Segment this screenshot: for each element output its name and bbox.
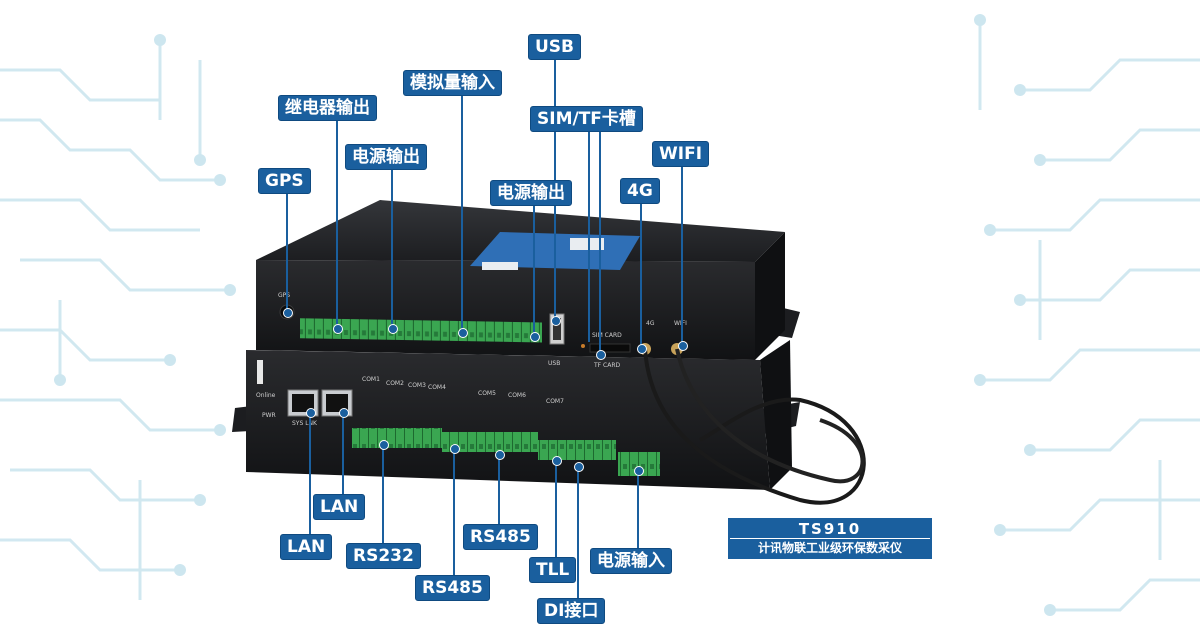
circuit-background-left <box>0 40 230 600</box>
label-di-port: DI接口 <box>537 598 606 624</box>
dot-power-out-2 <box>530 332 540 342</box>
label-analog-input: 模拟量输入 <box>403 70 502 96</box>
device-online-print: Online <box>256 392 276 399</box>
label-sim-tf-slot: SIM/TF卡槽 <box>530 106 643 132</box>
device-com1-print: COM1 <box>362 376 380 383</box>
dot-ttl <box>552 456 562 466</box>
leader-power-input <box>637 470 639 550</box>
model-caption: TS910 计讯物联工业级环保数采仪 <box>728 518 932 559</box>
leader-sim-tf-a <box>588 130 590 342</box>
label-lan-2: LAN <box>313 494 366 520</box>
dot-4g <box>637 344 647 354</box>
dot-lan-1 <box>306 408 316 418</box>
device-com3-print: COM3 <box>408 382 426 389</box>
label-power-output-1: 电源输出 <box>345 144 427 170</box>
label-rs232: RS232 <box>346 543 421 569</box>
label-ttl: TLL <box>529 557 577 583</box>
dot-di <box>574 462 584 472</box>
model-name: TS910 <box>730 520 930 538</box>
device-4g-print: 4G <box>646 320 655 327</box>
dot-wifi <box>678 341 688 351</box>
label-power-input: 电源输入 <box>590 548 672 574</box>
device-sim-print: SIM CARD <box>592 332 622 339</box>
leader-sim-tf-b <box>599 130 601 354</box>
dot-gps <box>283 308 293 318</box>
label-gps: GPS <box>258 168 311 194</box>
leader-rs485-2 <box>498 454 500 526</box>
dot-analog <box>458 328 468 338</box>
dot-power-in <box>634 466 644 476</box>
device-wifi-print: WIFI <box>674 320 687 327</box>
label-lan-1: LAN <box>280 534 333 560</box>
leader-rs485-1 <box>453 448 455 576</box>
device-com7-print: COM7 <box>546 398 564 405</box>
leader-power-output-2 <box>533 204 535 336</box>
leader-di <box>577 466 579 598</box>
dot-sim <box>596 350 606 360</box>
leader-rs232 <box>382 444 384 544</box>
dot-relay <box>333 324 343 334</box>
device-com2-print: COM2 <box>386 380 404 387</box>
dot-rs485-1 <box>450 444 460 454</box>
dot-lan-2 <box>339 408 349 418</box>
label-usb: USB <box>528 34 582 60</box>
leader-power-output-1 <box>391 168 393 328</box>
device-com4-print: COM4 <box>428 384 446 391</box>
dot-usb <box>551 316 561 326</box>
label-4g: 4G <box>620 178 660 204</box>
label-power-output-2: 电源输出 <box>490 180 572 206</box>
device-gps-print: GPS <box>278 292 291 299</box>
label-wifi: WIFI <box>652 141 710 167</box>
label-relay-output: 继电器输出 <box>278 95 377 121</box>
circuit-nodes <box>54 14 1056 616</box>
label-rs485-2: RS485 <box>463 524 538 550</box>
dot-rs485-2 <box>495 450 505 460</box>
device-com6-print: COM6 <box>508 392 526 399</box>
leader-wifi <box>681 165 683 345</box>
leader-ttl <box>555 460 557 562</box>
leader-relay-output <box>336 118 338 328</box>
leader-lan-2 <box>342 412 344 496</box>
device-tf-print: TF CARD <box>594 362 621 369</box>
device-syslnk-print: SYS LNK <box>292 420 317 427</box>
leader-lan-1 <box>309 412 311 538</box>
dot-power-out-1 <box>388 324 398 334</box>
device-pwr-print: PWR <box>262 412 276 419</box>
dot-rs232 <box>379 440 389 450</box>
model-description: 计讯物联工业级环保数采仪 <box>730 538 930 557</box>
device-com5-print: COM5 <box>478 390 496 397</box>
leader-gps <box>286 193 288 313</box>
circuit-background-right <box>978 20 1200 612</box>
leader-4g <box>640 202 642 348</box>
device-usb-print: USB <box>548 360 561 367</box>
leader-analog-input <box>461 94 463 332</box>
label-rs485-1: RS485 <box>415 575 490 601</box>
